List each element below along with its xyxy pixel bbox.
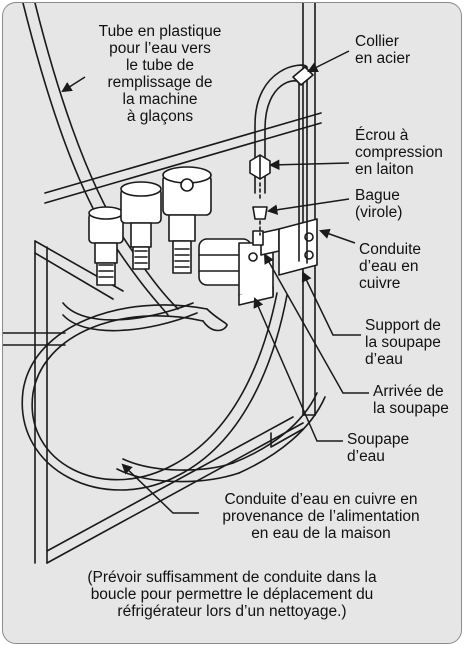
label-plastic-tube: Tube en plastique pour l’eau vers le tub… xyxy=(98,23,222,125)
leader-valve-bracket xyxy=(301,271,361,336)
label-steel-clamp: Collier en acier xyxy=(355,33,411,67)
leader-house-supply xyxy=(121,463,199,514)
leader-steel-clamp xyxy=(307,50,350,72)
label-valve-inlet: Arrivée de la soupape xyxy=(373,383,449,417)
leader-plastic-tube xyxy=(61,76,86,93)
leader-copper-line xyxy=(319,228,356,244)
right-valve xyxy=(162,166,212,274)
label-valve-bracket: Support de la soupape d’eau xyxy=(365,317,441,368)
label-ferrule: Bague (virole) xyxy=(355,187,403,221)
leader-brass-nut xyxy=(268,159,350,171)
leader-valve-inlet xyxy=(263,253,369,394)
leader-water-valve xyxy=(253,297,343,442)
leader-ferrule xyxy=(266,198,350,215)
valve-bracket xyxy=(278,218,318,276)
label-brass-nut: Écrou à compression en laiton xyxy=(355,127,443,178)
ferrule xyxy=(252,206,268,220)
middle-valve xyxy=(120,181,162,270)
label-water-valve: Soupape d’eau xyxy=(347,431,410,465)
left-valve xyxy=(88,206,124,286)
label-house-supply: Conduite d’eau en cuivre en provenance d… xyxy=(222,491,420,542)
label-copper-line: Conduite d’eau en cuivre xyxy=(359,241,422,292)
compression-nut xyxy=(249,154,271,180)
copper-loop xyxy=(21,292,326,491)
diagram-illustration xyxy=(3,3,369,564)
footnote: (Prévoir suffisamment de conduite dans l… xyxy=(87,569,377,620)
